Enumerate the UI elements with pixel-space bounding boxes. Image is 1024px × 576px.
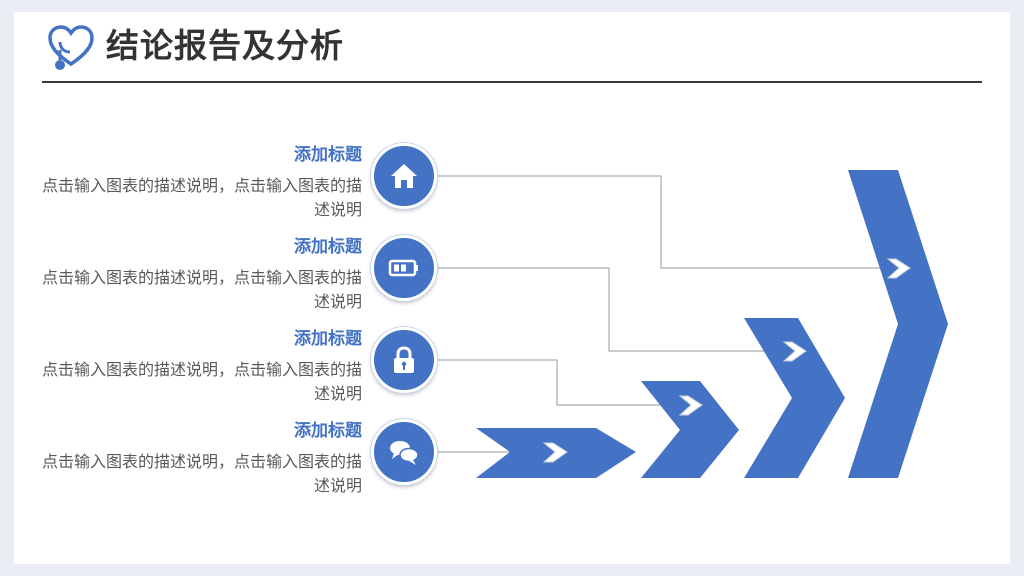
home-icon: [391, 164, 417, 188]
connector-line: [436, 359, 682, 406]
chat-bubbles-icon-badge: [371, 419, 437, 485]
list-item: 添加标题 点击输入图表的描述说明，点击输入图表的描述说明: [40, 144, 362, 222]
small-arrow-icon: [886, 258, 911, 279]
item-description[interactable]: 点击输入图表的描述说明，点击输入图表的描述说明: [41, 268, 362, 311]
battery-icon-badge: [371, 235, 437, 301]
home-icon-badge: [371, 143, 437, 209]
chevron-step-3: [744, 318, 845, 478]
item-title[interactable]: 添加标题: [294, 421, 362, 441]
item-title[interactable]: 添加标题: [294, 329, 362, 349]
small-arrow-icon: [542, 442, 568, 463]
item-description[interactable]: 点击输入图表的描述说明，点击输入图表的描述说明: [41, 360, 362, 403]
heart-stethoscope-logo-icon: [48, 25, 94, 70]
list-item: 添加标题 点击输入图表的描述说明，点击输入图表的描述说明: [40, 328, 362, 406]
connector-line: [436, 175, 888, 269]
item-title[interactable]: 添加标题: [294, 237, 362, 257]
item-title[interactable]: 添加标题: [294, 145, 362, 165]
lock-icon: [394, 346, 414, 373]
small-arrow-icon: [678, 395, 703, 416]
chevron-step-4: [848, 170, 948, 478]
item-description[interactable]: 点击输入图表的描述说明，点击输入图表的描述说明: [41, 176, 362, 219]
title-divider: [42, 81, 982, 83]
lock-icon-badge: [371, 327, 437, 393]
battery-icon: [388, 259, 418, 277]
page-title: 结论报告及分析: [106, 26, 344, 65]
list-item: 添加标题 点击输入图表的描述说明，点击输入图表的描述说明: [40, 420, 362, 498]
chevron-step-2: [641, 381, 739, 478]
chat-bubbles-icon: [390, 441, 419, 465]
list-item: 添加标题 点击输入图表的描述说明，点击输入图表的描述说明: [40, 236, 362, 314]
connector-line: [436, 267, 786, 352]
item-description[interactable]: 点击输入图表的描述说明，点击输入图表的描述说明: [41, 452, 362, 495]
small-arrow-icon: [782, 341, 807, 362]
